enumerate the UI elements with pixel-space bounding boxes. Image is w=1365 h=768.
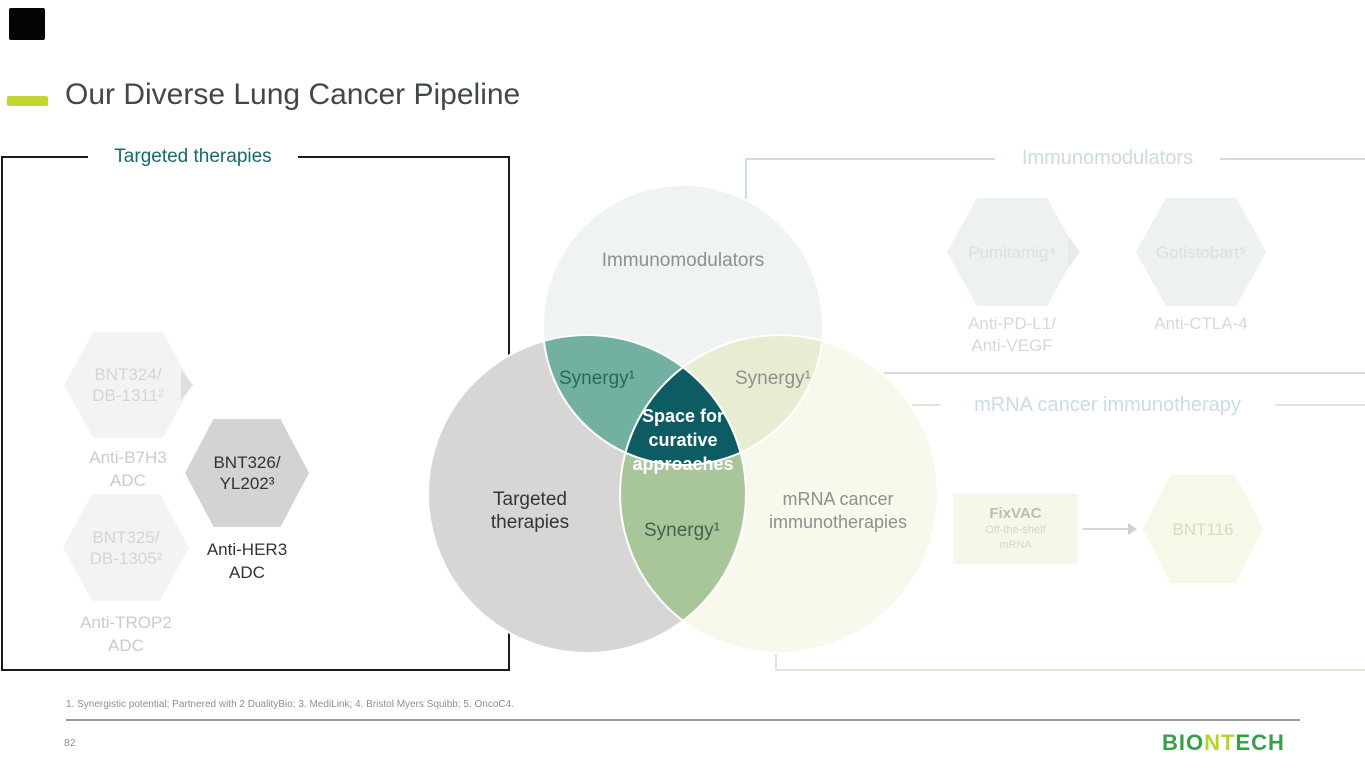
- program-name-line: Pumitamig⁴: [968, 242, 1056, 262]
- program-name-line: BNT116: [1172, 519, 1234, 539]
- venn-label-mrna-immunotherapies: mRNA cancer immunotherapies: [753, 488, 923, 534]
- program-name-line: DB-1311²: [92, 386, 164, 405]
- arrow-right-icon: [1083, 528, 1129, 530]
- target-line: Anti-VEGF: [971, 336, 1053, 355]
- target-line: ADC: [110, 471, 146, 490]
- target-line: Anti-PD-L1/: [968, 314, 1056, 333]
- center-line: Space for: [641, 406, 725, 426]
- footnote: 1. Synergistic potential; Partnered with…: [66, 699, 514, 710]
- label-line: therapies: [490, 512, 570, 533]
- footer-divider: [66, 719, 1300, 721]
- venn-diagram: [427, 184, 939, 654]
- logo-part: NT: [1204, 730, 1236, 755]
- target-line: Anti-CTLA-4: [1154, 314, 1248, 333]
- target-line: Anti-HER3: [206, 540, 288, 559]
- fixvac-desc-line: Off-the-shelf: [985, 524, 1046, 536]
- center-line: approaches: [632, 454, 734, 474]
- target-line: ADC: [229, 563, 265, 582]
- label-line: Targeted: [493, 489, 567, 510]
- program-name-line: DB-1305²: [89, 548, 163, 568]
- program-name-line: Gotistobart⁵: [1155, 242, 1247, 262]
- page-title: Our Diverse Lung Cancer Pipeline: [65, 78, 521, 111]
- program-target-label: Anti-HER3 ADC: [181, 538, 313, 584]
- venn-label-targeted-therapies: Targeted therapies: [455, 488, 605, 534]
- arrow-right-icon: [1128, 523, 1137, 535]
- program-name-line: YL202³: [219, 474, 275, 493]
- venn-center-label: Space for curative approaches: [593, 404, 773, 476]
- synergy-label-top-right: Synergy¹: [734, 368, 812, 389]
- program-target-label: Anti-CTLA-4: [1131, 313, 1271, 335]
- program-target-label: Anti-B7H3 ADC: [60, 446, 196, 492]
- program-target-label: Anti-TROP2 ADC: [59, 611, 193, 657]
- target-line: Anti-B7H3: [89, 448, 167, 467]
- fixvac-card: FixVAC Off-the-shelf mRNA: [953, 494, 1078, 564]
- synergy-label-top-left: Synergy¹: [558, 368, 636, 389]
- program-hex-gotistobart: Gotistobart⁵: [1136, 198, 1266, 306]
- program-name-line: BNT325/: [92, 527, 160, 547]
- program-hex-pumitamig: Pumitamig⁴: [947, 198, 1077, 306]
- program-hex-bnt325: BNT325/ DB-1305²: [63, 494, 189, 601]
- program-name-line: BNT324/: [94, 365, 162, 384]
- venn-separators: [427, 184, 939, 654]
- page-number: 82: [64, 737, 76, 749]
- biontech-logo: BIONTECH: [1162, 730, 1285, 756]
- target-line: Anti-TROP2: [80, 613, 172, 632]
- center-line: curative: [648, 430, 718, 450]
- logo-part: BIO: [1162, 730, 1205, 755]
- chevron-right-icon: [1068, 236, 1080, 268]
- venn-center-region: [620, 335, 746, 465]
- venn-label-immunomodulators: Immunomodulators: [601, 250, 765, 271]
- program-hex-bnt326: BNT326/ YL202³: [185, 419, 309, 527]
- accent-dash: [7, 96, 48, 106]
- logo-part: ECH: [1235, 730, 1285, 755]
- target-line: ADC: [108, 636, 144, 655]
- top-left-black-marker: [9, 8, 45, 40]
- immunomodulators-box-title: Immunomodulators: [995, 147, 1220, 170]
- fixvac-desc-line: mRNA: [999, 539, 1032, 551]
- chevron-right-icon: [181, 370, 193, 400]
- mrna-immunotherapy-box-title: mRNA cancer immunotherapy: [940, 394, 1275, 417]
- program-hex-bnt324: BNT324/ DB-1311²: [64, 332, 192, 438]
- program-name-line: BNT326/: [213, 453, 281, 472]
- program-target-label: Anti-PD-L1/ Anti-VEGF: [942, 313, 1082, 357]
- fixvac-name: FixVAC: [989, 505, 1042, 522]
- synergy-label-bottom: Synergy¹: [643, 520, 721, 541]
- label-line: mRNA cancer: [782, 489, 894, 509]
- label-line: immunotherapies: [768, 512, 908, 532]
- program-hex-bnt116: BNT116: [1143, 475, 1263, 583]
- targeted-therapies-box-title: Targeted therapies: [88, 146, 298, 168]
